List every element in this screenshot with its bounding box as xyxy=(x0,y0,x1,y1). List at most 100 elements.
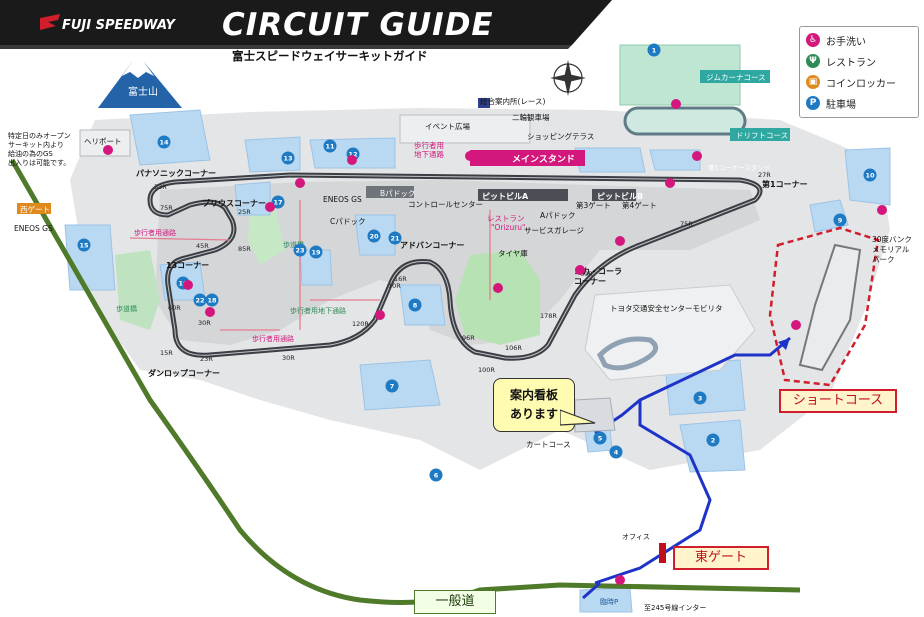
parking-marker[interactable] xyxy=(323,139,337,153)
drift-bar xyxy=(730,128,790,141)
parking-marker-number: 9 xyxy=(838,217,843,225)
west-note-line: 給油の為のGS xyxy=(8,149,53,158)
parking-marker-number: 19 xyxy=(311,249,321,257)
parking-marker-number: 6 xyxy=(434,472,439,480)
toyota-safety-center xyxy=(584,284,756,381)
corner-radius-label: 106R xyxy=(505,344,522,352)
parking-marker[interactable] xyxy=(271,195,285,209)
b-paddock-building xyxy=(366,186,414,198)
label-service-garage: サービスガレージ xyxy=(524,225,584,235)
callout-line1: 案内看板 xyxy=(509,388,558,402)
label-tire-shop: タイヤ庫 xyxy=(498,248,528,258)
legend-label-restaurant: レストラン xyxy=(826,57,876,69)
corner-radius-label: 27R xyxy=(758,171,771,179)
legend-row-locker: ▣ コインロッカー xyxy=(806,73,896,91)
corner-label-first: 第1コーナー xyxy=(762,179,808,189)
west-note-line: 特定日のみオープン xyxy=(8,131,71,140)
label-shopping: ショッピングテラス xyxy=(527,131,594,141)
corner-radius-label: 60R xyxy=(580,270,593,278)
label-karting: カートコース xyxy=(526,440,571,449)
parking-icon: P xyxy=(806,96,820,110)
parking-marker-number: 1 xyxy=(652,47,657,55)
info-center xyxy=(478,98,490,108)
corner-radius-label: 45R xyxy=(196,242,209,250)
label-bridge-1: 歩道橋 xyxy=(283,240,304,249)
parking-marker[interactable] xyxy=(281,151,295,165)
parking-marker[interactable] xyxy=(863,168,877,182)
east-gate-label[interactable]: 東ゲート xyxy=(673,546,769,570)
corner-label-prius: プリウスコーナー xyxy=(202,198,266,208)
mount-fuji-snow xyxy=(122,62,154,78)
corner-radius-label: 10R xyxy=(388,282,401,290)
parking-marker-number: 12 xyxy=(348,151,357,159)
toilet-icon: ♿ xyxy=(806,33,820,47)
label-rinkai: 臨時P xyxy=(600,597,618,606)
parking-marker[interactable] xyxy=(367,229,381,243)
map-legend: ♿ お手洗い Ψ レストラン ▣ コインロッカー P 駐車場 xyxy=(799,26,919,118)
parking-marker[interactable] xyxy=(205,293,219,307)
route-from-interchange xyxy=(582,581,601,600)
pit-building-a xyxy=(478,189,568,201)
parking-marker[interactable] xyxy=(309,245,323,259)
parking-marker-number: 7 xyxy=(390,383,395,391)
short-course-label[interactable]: ショートコース xyxy=(779,389,897,413)
parking-marker[interactable] xyxy=(706,433,720,447)
label-gate4: 第4ゲート xyxy=(622,200,657,210)
corner-radius-label: 75R xyxy=(160,204,173,212)
corner-label-advan: アドバンコーナー xyxy=(400,241,464,250)
parking-marker-number: 5 xyxy=(598,435,603,443)
restaurant-line2: "Orizuru" xyxy=(491,223,526,232)
parking-marker[interactable] xyxy=(429,468,443,482)
label-info-center: 総合案内所(レース) xyxy=(480,96,546,106)
parking-marker-number: 22 xyxy=(195,297,204,305)
label-control-center: コントロールセンター xyxy=(408,200,483,209)
parking-marker[interactable] xyxy=(385,379,399,393)
ippan-road-label-text: 一般道 xyxy=(435,594,475,609)
walkways xyxy=(129,200,491,331)
legend-row-restaurant: Ψ レストラン xyxy=(806,52,876,70)
memorial-line1: 30度バンク xyxy=(872,234,912,244)
parking-marker[interactable] xyxy=(157,135,171,149)
parking-marker-number: 23 xyxy=(295,247,304,255)
label-walkway-2: 歩行者用通路 xyxy=(252,334,294,343)
mobilita-track xyxy=(596,336,659,371)
parking-marker[interactable] xyxy=(293,243,307,257)
parking-marker-number: 4 xyxy=(614,449,619,457)
parking-marker[interactable] xyxy=(647,43,661,57)
parking-marker[interactable] xyxy=(77,238,91,252)
legend-row-toilet: ♿ お手洗い xyxy=(806,31,866,49)
parking-marker[interactable] xyxy=(193,293,207,307)
cocacola-line1: コカ・コーラ xyxy=(574,267,622,276)
label-eneos-west: ENEOS GS xyxy=(14,224,53,233)
label-drift: ドリフトコース xyxy=(736,131,788,140)
cocacola-line2: コーナー xyxy=(574,277,606,286)
corner-label-dunlop: ダンロップコーナー xyxy=(148,368,220,378)
parking-marker-number: 3 xyxy=(698,395,703,403)
memorial-line2: メモリアル xyxy=(872,245,910,254)
west-note-line: サーキット内より xyxy=(8,140,64,149)
parking-marker-number: 2 xyxy=(711,437,716,445)
parking-marker[interactable] xyxy=(593,431,607,445)
parking-marker[interactable] xyxy=(408,298,422,312)
ippan-road-label[interactable]: 一般道 xyxy=(414,590,496,614)
circuit-track-edge xyxy=(149,174,761,359)
parking-marker[interactable] xyxy=(388,231,402,245)
corner-radius-label: 85R xyxy=(238,245,251,253)
label-a-paddock: Aパドック xyxy=(540,211,575,220)
memorial-line3: パーク xyxy=(872,255,895,264)
parking-marker[interactable] xyxy=(833,213,847,227)
parking-marker[interactable] xyxy=(609,445,623,459)
label-memorial-park: 30度バンクメモリアルパーク xyxy=(872,234,912,264)
underpass-line1: 歩行者用 xyxy=(414,140,444,150)
mount-fuji xyxy=(98,62,182,108)
locker-icon: ▣ xyxy=(806,75,820,89)
corner-radius-label: 120R xyxy=(352,320,369,328)
grass-area xyxy=(455,250,540,345)
east-gate-marker xyxy=(659,543,666,563)
parking-marker[interactable] xyxy=(693,391,707,405)
